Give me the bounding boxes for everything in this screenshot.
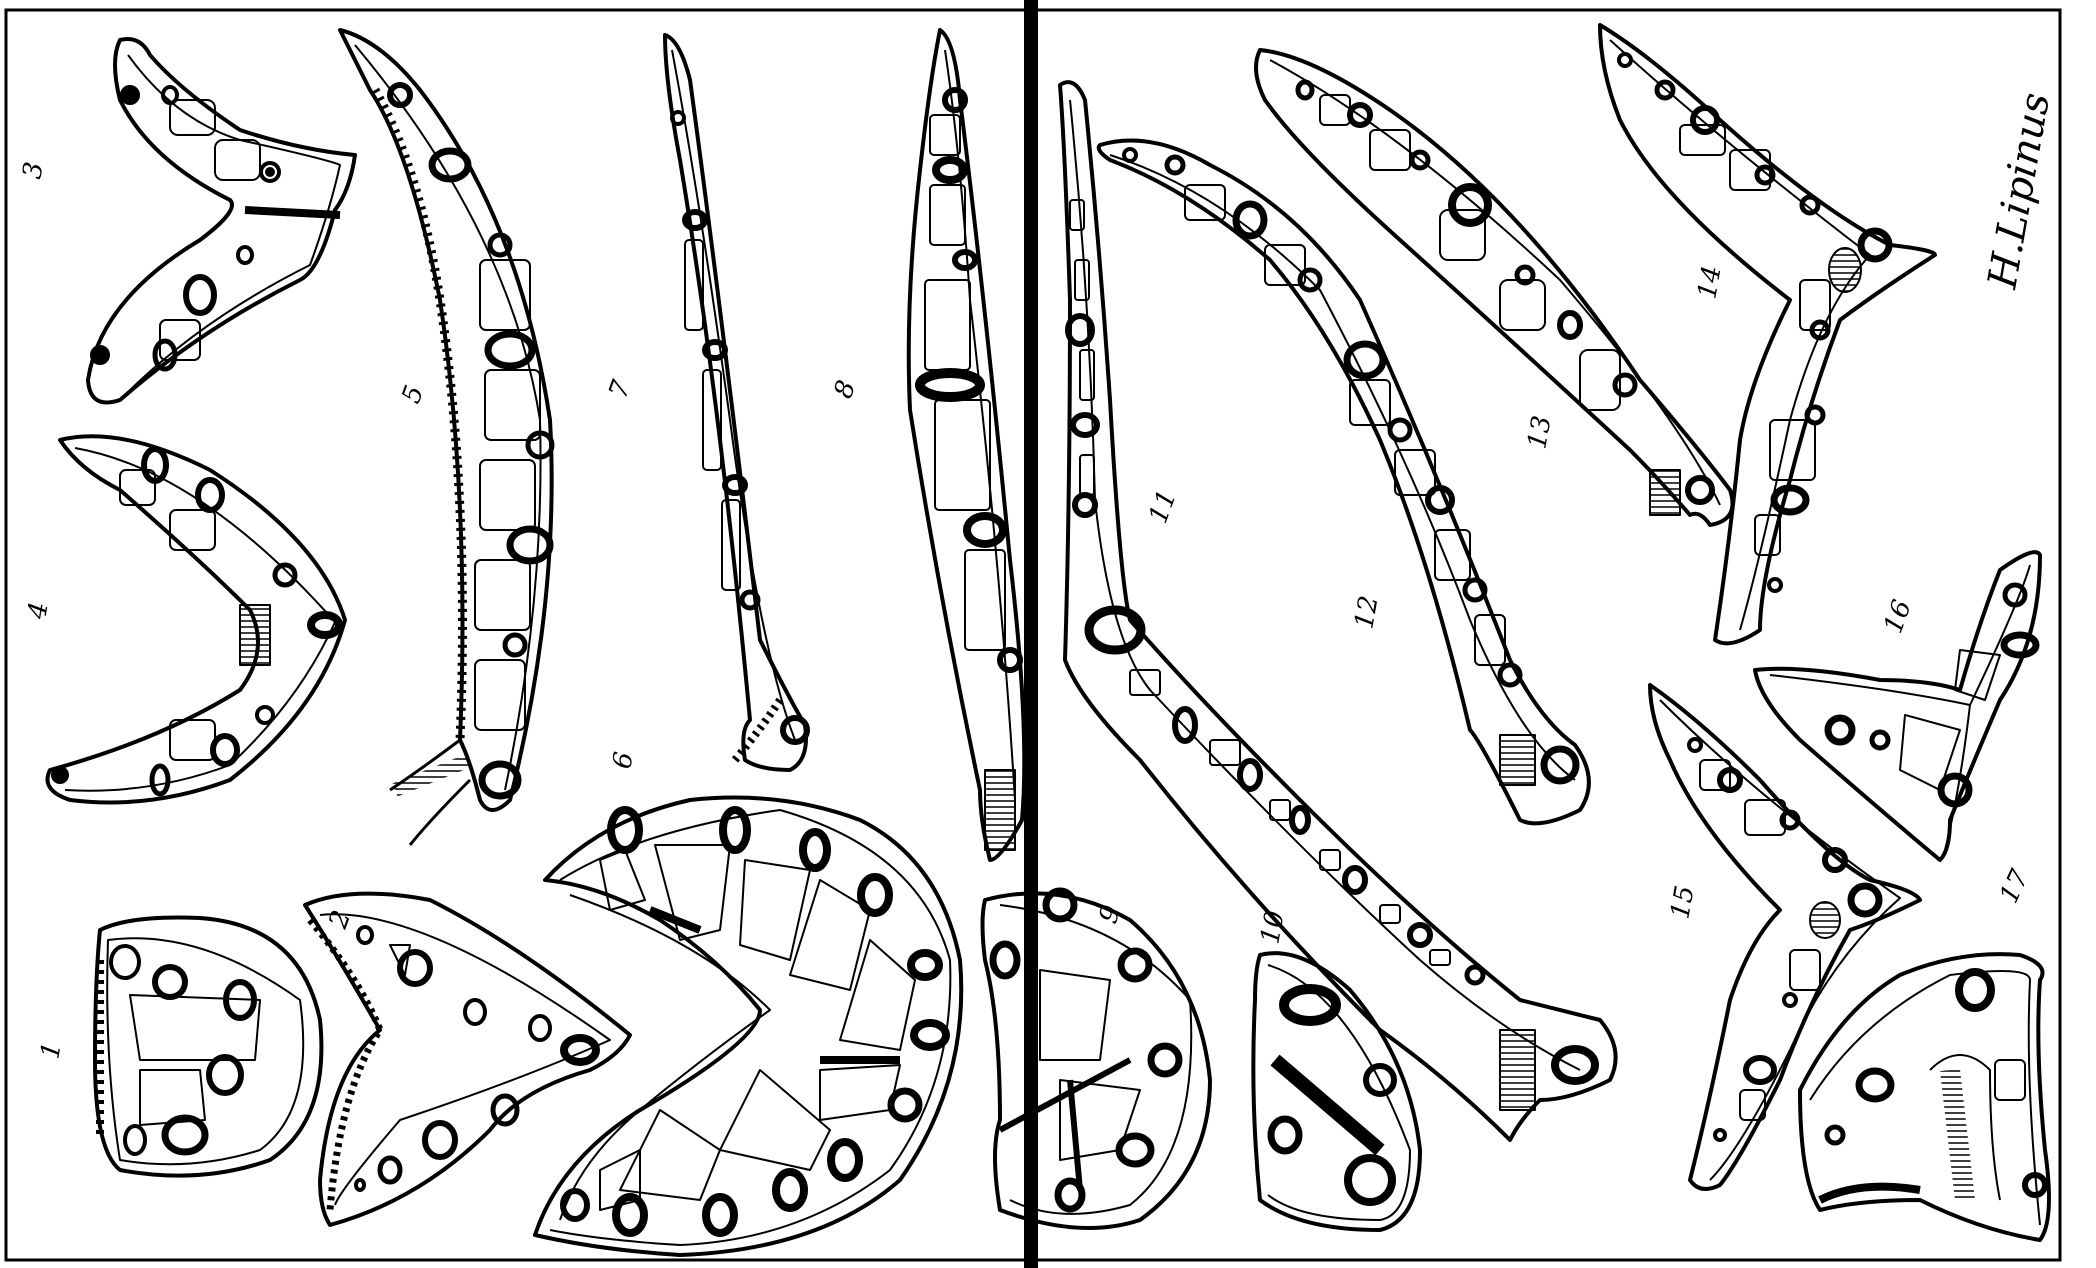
figure-10-section [1253,953,1420,1230]
figure-number-16: 16 [1878,596,1918,637]
figure-9-section [983,891,1211,1228]
figure-7-section [665,35,807,770]
figure-number-10: 10 [1255,908,1290,946]
figure-number-2: 2 [323,907,357,934]
page-gutter-bar [1024,0,1038,1268]
figure-6-section [535,798,961,1256]
artist-signature: H.Lipinus [1979,89,2059,292]
figure-number-9: 9 [1093,902,1127,928]
figure-1-section [95,918,321,1176]
figure-13-section [1256,50,1733,525]
figure-number-4: 4 [22,600,55,622]
figure-number-11: 11 [1143,486,1183,527]
figure-number-8: 8 [828,377,862,403]
figure-number-5: 5 [396,382,430,408]
figure-number-14: 14 [1692,263,1727,301]
figure-15-section [1650,685,1920,1189]
figure-12-section [1099,141,1589,824]
figure-number-15: 15 [1665,883,1700,921]
figure-number-13: 13 [1522,413,1557,451]
figure-number-6: 6 [607,750,639,772]
figure-number-12: 12 [1349,593,1384,631]
figure-number-7: 7 [603,376,637,402]
figure-4-section [48,436,346,802]
figure-number-1: 1 [35,1040,67,1062]
figure-number-3: 3 [17,160,49,182]
figure-3-section [88,39,355,403]
figure-14-section [1600,25,1935,643]
figure-8-section [909,30,1025,860]
figure-5-section [340,30,552,845]
figure-17-section [1800,954,2049,1240]
figure-number-17: 17 [1994,865,2035,908]
